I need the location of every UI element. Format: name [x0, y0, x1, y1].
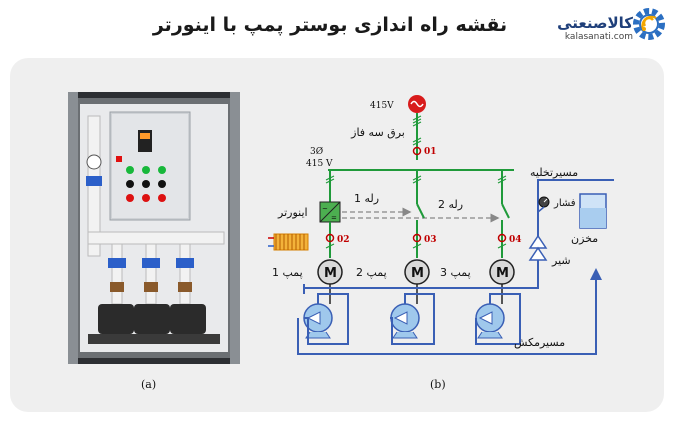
schematic-diagram: 415V برق سه فاز 01 3Ø 415 V ~ = اینورتر … [268, 95, 614, 355]
supply-label: برق سه فاز [350, 126, 405, 139]
pump-2-icon [390, 303, 420, 339]
relay-1-label: رله 1 [354, 192, 379, 205]
pump-1-icon [303, 303, 333, 339]
discharge-path-label: مسیرتخلیه [530, 166, 578, 179]
bus-voltage: 415 V [306, 159, 333, 169]
inverter-icon: ~ = [319, 201, 341, 223]
page-title: نقشه راه اندازی بوستر پمپ با اینورتر [152, 14, 508, 36]
svg-text:~: ~ [322, 205, 328, 213]
valve-icon [528, 234, 548, 261]
caption-b: (b) [430, 378, 446, 391]
logo-name: کالاصنعتی [557, 14, 633, 32]
phase-label: 3Ø [310, 146, 323, 157]
control-panel-photo [68, 92, 240, 364]
suction-path-label: مسیرمکش [514, 336, 565, 349]
valve-label: شیر [551, 254, 571, 267]
breaker-01-label: 01 [424, 147, 437, 157]
brand-logo[interactable]: کالاصنعتی kalasanati.com [545, 6, 670, 46]
caption-a: (a) [141, 378, 157, 391]
logo-url: kalasanati.com [564, 32, 633, 42]
inverter-label: اینورتر [277, 206, 308, 219]
motor-2-symbol: M [411, 266, 424, 281]
ac-source-icon [408, 95, 426, 113]
breaker-02-label: 02 [337, 235, 350, 245]
breaker-04-label: 04 [509, 235, 522, 245]
supply-voltage: 415V [370, 101, 394, 111]
pump-3-label: پمپ 3 [440, 266, 471, 279]
pump-2-label: پمپ 2 [356, 266, 387, 279]
content-card: (a) 415V برق سه فاز 01 3Ø 415 V [10, 58, 664, 412]
tank-label: مخزن [571, 232, 598, 245]
relay-2-label: رله 2 [438, 198, 463, 211]
pressure-gauge-icon [537, 196, 550, 213]
gear-icon [633, 8, 665, 40]
breaker-03-label: 03 [424, 235, 437, 245]
motor-1-symbol: M [324, 266, 337, 281]
pump-3-icon [475, 303, 505, 339]
motor-3-symbol: M [496, 266, 509, 281]
pump-1-label: پمپ 1 [272, 266, 303, 279]
svg-text:=: = [331, 214, 337, 222]
filter-coil-icon [268, 233, 309, 251]
tank-icon [579, 193, 607, 229]
